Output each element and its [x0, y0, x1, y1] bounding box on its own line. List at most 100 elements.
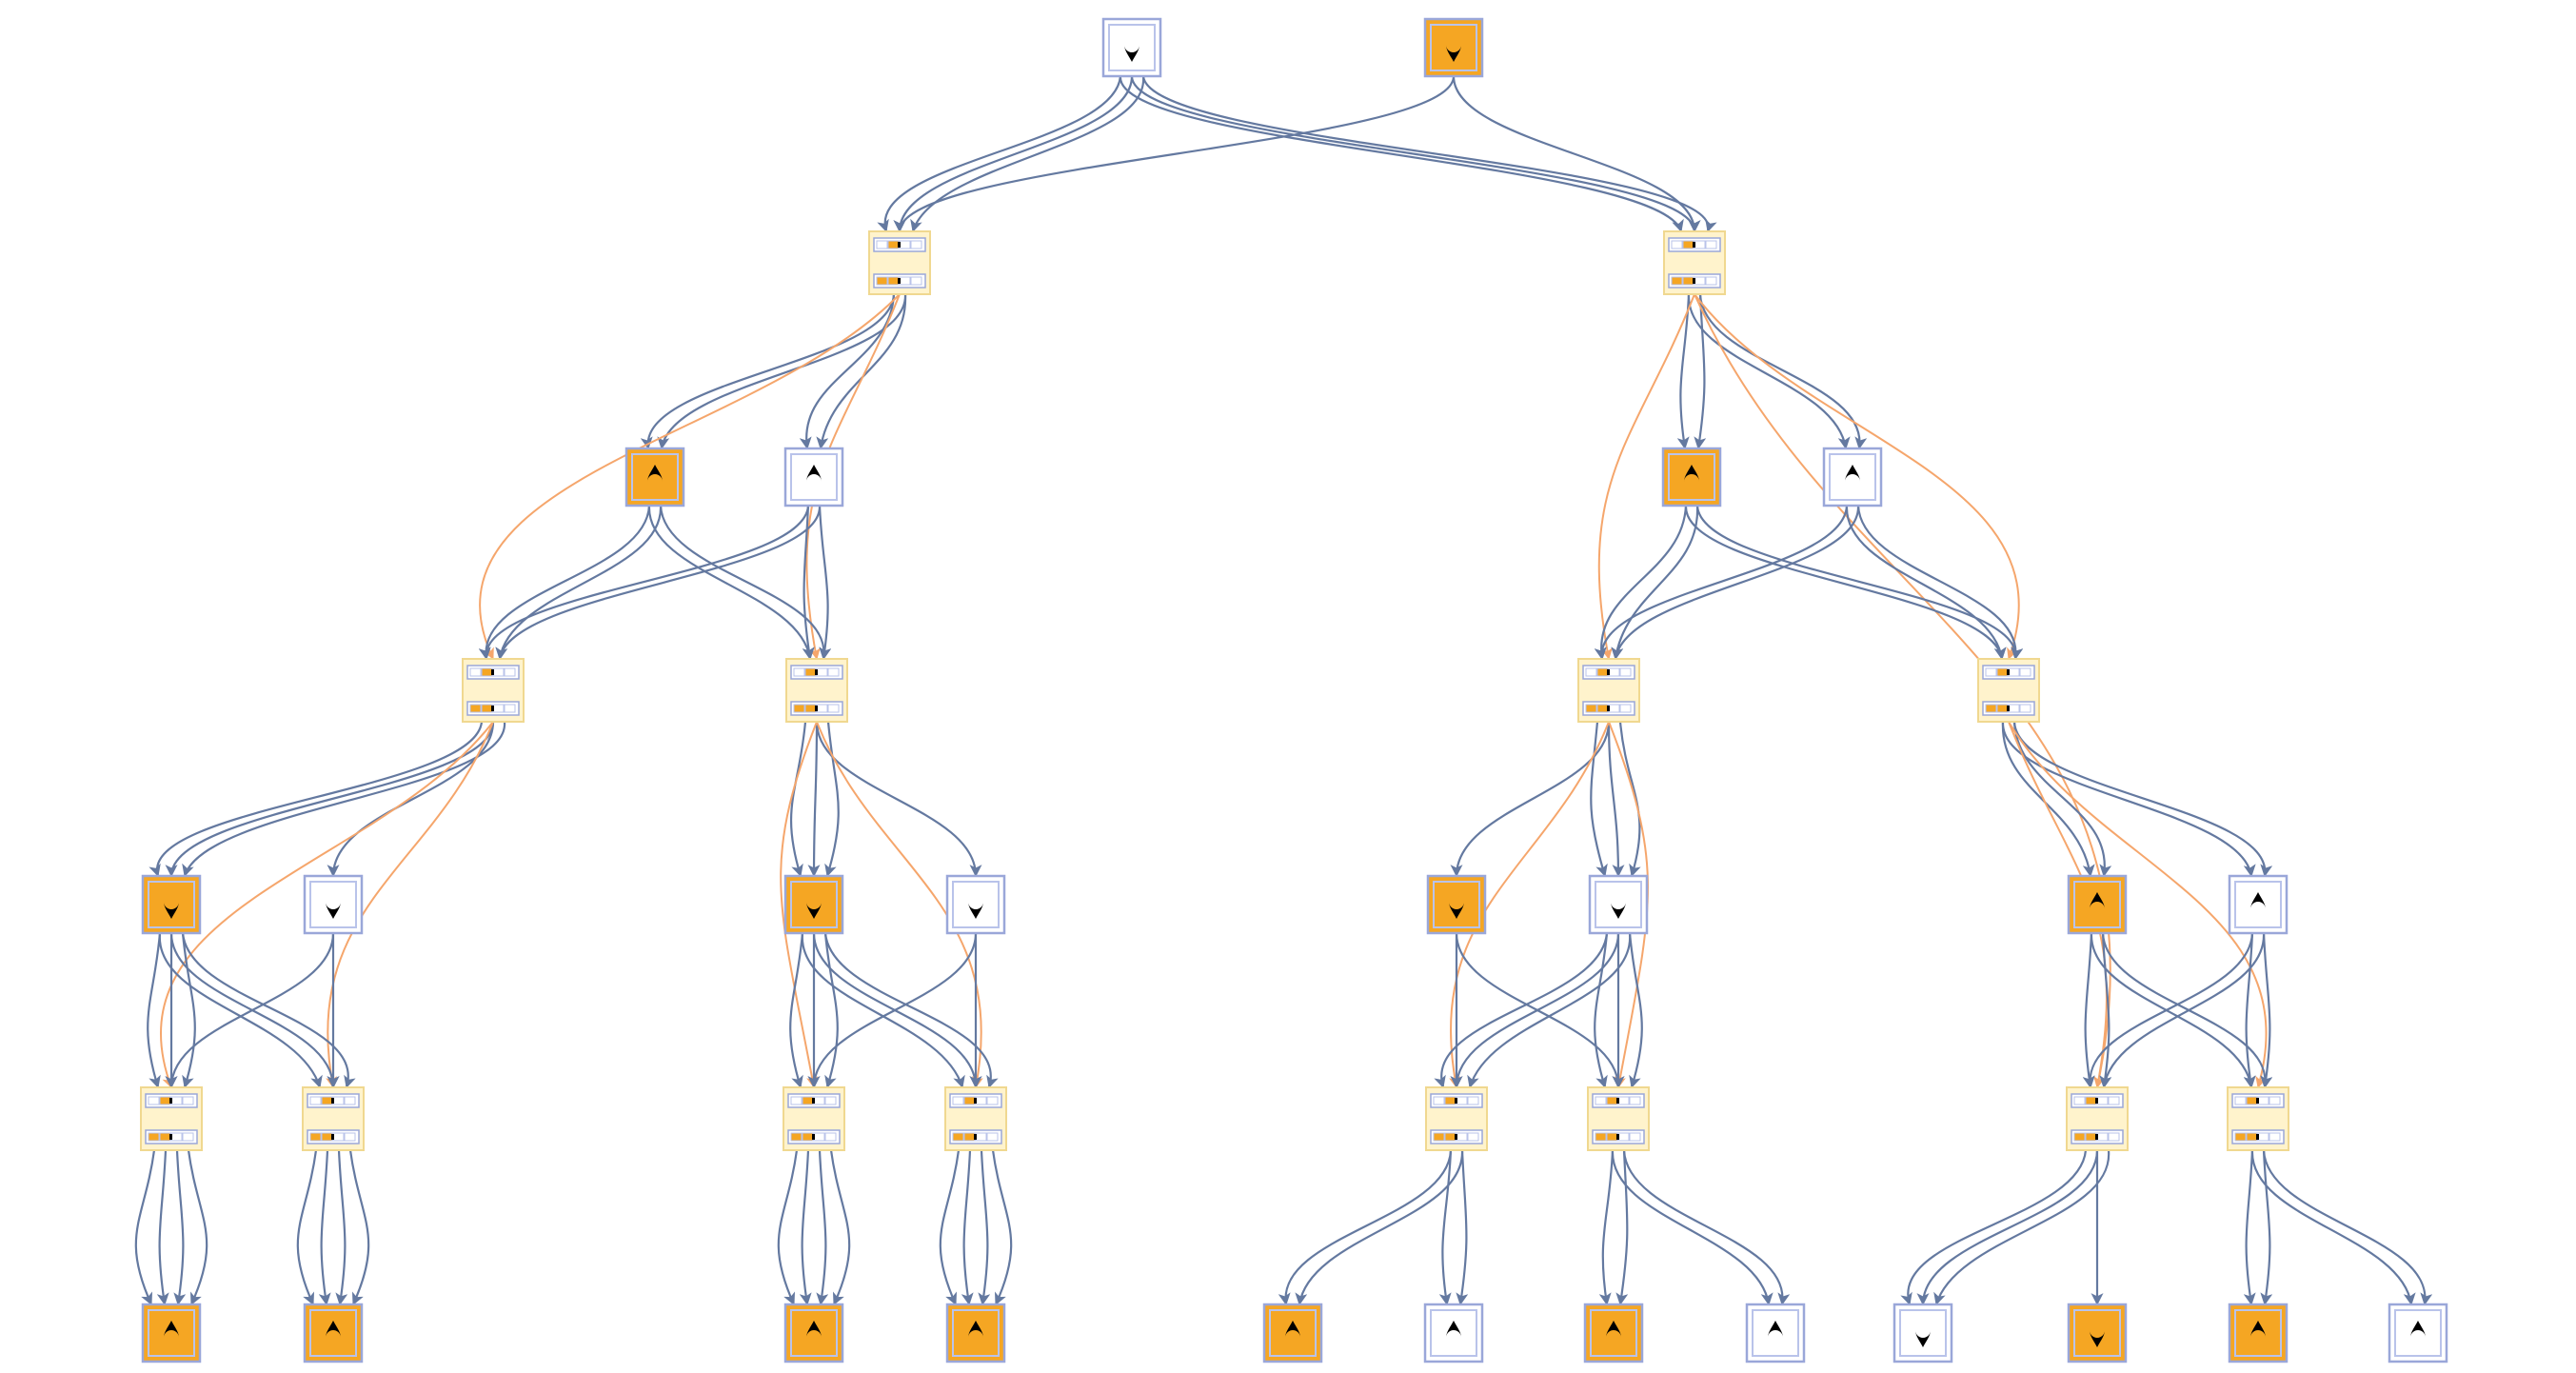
edge-e7-s14 [173, 1149, 187, 1306]
edge-s9-e9 [807, 932, 978, 1089]
edge-s4-e6 [1684, 505, 2007, 661]
edge-s13-e13 [2099, 932, 2266, 1089]
edge-e12-s21 [1611, 1149, 1773, 1306]
edge-e5-s11 [1590, 721, 1608, 878]
mini-state-strip-icon [1592, 1129, 1645, 1144]
edge-s3-e3 [495, 505, 822, 661]
mini-state-strip-icon [949, 1093, 1002, 1108]
edge-s0-e1 [877, 75, 1122, 233]
edge-s5-e6 [1845, 505, 2007, 661]
drop-icon [806, 465, 822, 482]
edge-s3-e3 [478, 505, 810, 661]
event-node-e13 [2066, 1086, 2129, 1151]
mini-state-strip-icon [1582, 665, 1635, 680]
edge-s5-e5 [1611, 505, 1860, 661]
edge-e3-e7 [160, 721, 494, 1088]
mini-state-strip-icon [2071, 1093, 2124, 1108]
state-node-s21 [1745, 1303, 1806, 1363]
edge-e1-s3 [816, 293, 907, 450]
drop-icon [2090, 892, 2105, 909]
state-node-s19 [1423, 1303, 1484, 1363]
edge-e4-e9 [780, 721, 818, 1088]
edge-e11-s19 [1438, 1149, 1453, 1306]
edge-e10-s17 [978, 1149, 991, 1306]
edge-s6-e7 [147, 932, 162, 1089]
edge-e6-s12 [2001, 721, 2095, 878]
edge-s1-e2 [1452, 75, 1701, 233]
event-node-e12 [1587, 1086, 1650, 1151]
state-node-s8 [783, 874, 844, 935]
drop-icon [2250, 892, 2266, 909]
state-node-s13 [2228, 874, 2289, 935]
edge-s8-e9 [789, 932, 804, 1089]
edge-e4-s8 [824, 721, 840, 878]
edge-e2-s5 [1698, 293, 1868, 450]
state-node-s10 [1426, 874, 1487, 935]
edge-e2-e13 [1694, 293, 2111, 1088]
edge-e9-s16 [777, 1149, 799, 1305]
event-node-e6 [1977, 658, 2040, 723]
edge-e2-s5 [1687, 293, 1851, 450]
edge-e1-s2 [657, 293, 907, 450]
mini-state-strip-icon [1592, 1093, 1645, 1108]
state-node-s3 [783, 447, 844, 507]
edges [134, 75, 2433, 1306]
edge-e10-s17 [991, 1149, 1013, 1305]
edge-s8-e10 [801, 932, 965, 1089]
edge-s8-e10 [823, 932, 999, 1089]
mini-state-strip-icon [1430, 1129, 1483, 1144]
edge-e9-s16 [829, 1149, 851, 1305]
edge-e6-s12 [2012, 721, 2112, 878]
edge-s7-e7 [165, 932, 335, 1089]
mini-state-strip-icon [307, 1093, 360, 1108]
edge-s12-e13 [2082, 932, 2095, 1089]
edge-s2-e4 [647, 505, 815, 661]
nodes [140, 17, 2448, 1363]
event-node-e7 [140, 1086, 203, 1151]
edge-s0-e1 [893, 75, 1134, 233]
edge-s2-e4 [659, 505, 832, 661]
edge-e7-s14 [156, 1149, 169, 1306]
event-node-e9 [783, 1086, 845, 1151]
state-node-s5 [1822, 447, 1883, 507]
edge-s11-e12 [1628, 932, 1643, 1089]
edge-e4-s9 [815, 721, 982, 878]
mini-state-strip-icon [949, 1129, 1002, 1144]
state-node-s16 [783, 1303, 844, 1363]
edge-e1-s2 [640, 293, 896, 450]
edge-s11-e11 [1467, 932, 1632, 1089]
drop-icon [2250, 1321, 2266, 1338]
edge-e5-e11 [1449, 721, 1610, 1088]
drop-icon [647, 465, 663, 482]
edge-e3-e8 [326, 721, 494, 1088]
edge-s3-e4 [802, 505, 815, 661]
edge-s4-e5 [1594, 505, 1688, 661]
mini-state-strip-icon [466, 665, 520, 680]
event-node-e10 [944, 1086, 1007, 1151]
mini-state-strip-icon [873, 273, 926, 289]
edge-e5-s11 [1607, 721, 1625, 878]
mini-state-strip-icon [145, 1129, 198, 1144]
mini-state-strip-icon [145, 1093, 198, 1108]
drop-icon [326, 902, 341, 919]
edge-s6-e7 [181, 932, 196, 1089]
edge-s13-e14 [2243, 932, 2256, 1089]
edge-e12-s21 [1622, 1149, 1791, 1306]
edge-e6-s13 [2012, 721, 2273, 878]
state-node-s22 [1892, 1303, 1953, 1363]
edge-e1-e3 [479, 293, 901, 660]
drop-icon [968, 902, 983, 919]
state-node-s6 [141, 874, 202, 935]
edge-e8-s15 [335, 1149, 348, 1306]
edge-s2-e3 [478, 505, 651, 661]
edge-e10-s17 [939, 1149, 961, 1305]
edge-e11-s18 [1295, 1149, 1464, 1306]
drop-icon [1285, 1321, 1300, 1338]
mini-state-strip-icon [1582, 701, 1635, 716]
edge-s2-e3 [495, 505, 663, 661]
state-node-s20 [1583, 1303, 1644, 1363]
edge-e3-s6 [165, 721, 495, 878]
state-node-s12 [2067, 874, 2128, 935]
drop-icon [1611, 902, 1626, 919]
